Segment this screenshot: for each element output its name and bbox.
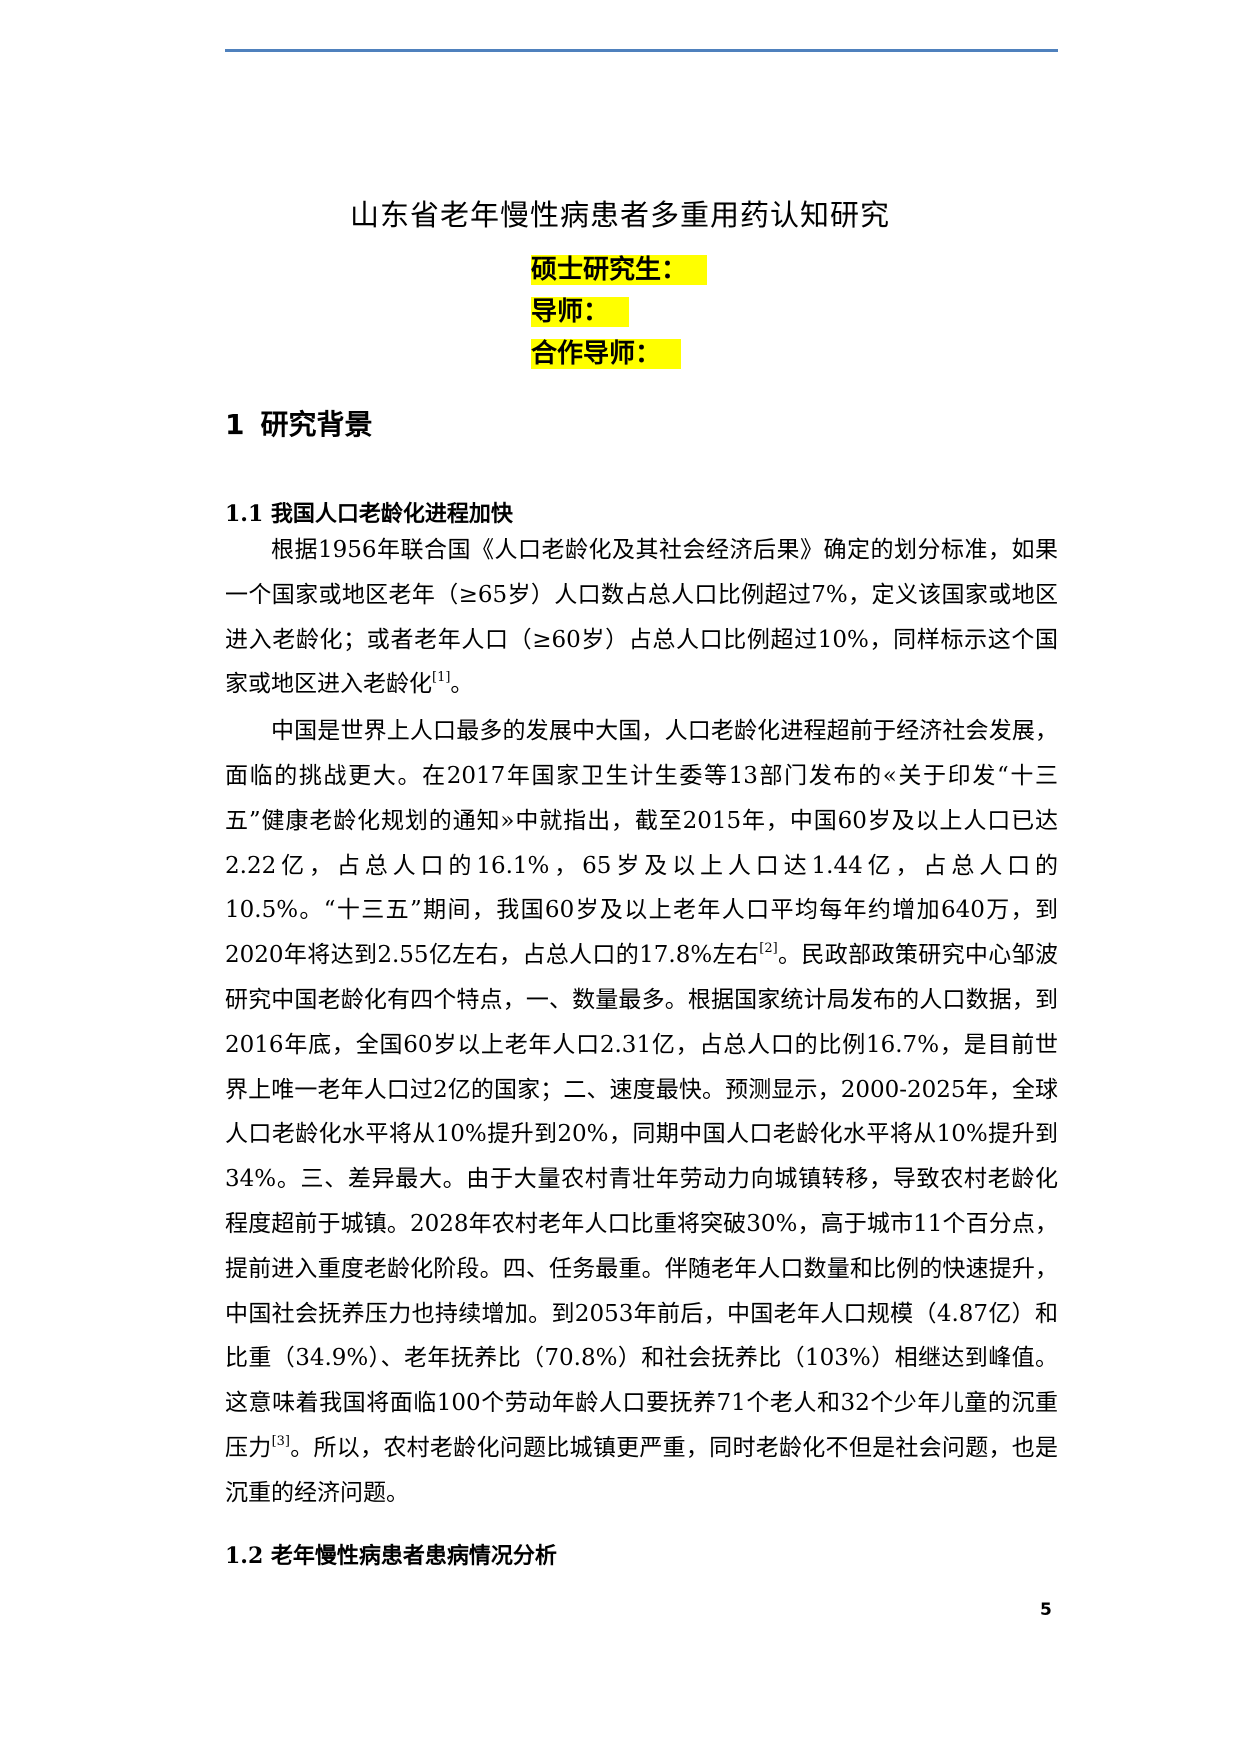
author-line-co-advisor: 合作导师： xyxy=(531,336,707,372)
author-block: 硕士研究生： 导师： 合作导师： xyxy=(531,252,708,378)
author-line-advisor: 导师： xyxy=(531,294,707,330)
citation-3: [3] xyxy=(271,1433,290,1449)
co-advisor-label: 合作导师： xyxy=(531,339,682,369)
document-title: 山东省老年慢性病患者多重用药认知研究 xyxy=(349,198,890,232)
subsection-heading-1-1: 1.1 我国人口老龄化进程加快 xyxy=(225,501,513,527)
citation-1: [1] xyxy=(432,670,451,686)
advisor-label: 导师： xyxy=(531,297,630,327)
section-heading-1: 1 研究背景 xyxy=(225,403,373,443)
author-line-student: 硕士研究生： xyxy=(531,252,708,288)
citation-2: [2] xyxy=(759,941,778,957)
header-rule xyxy=(225,49,1058,52)
student-label: 硕士研究生： xyxy=(531,255,708,285)
page-number: 5 xyxy=(1040,1600,1052,1620)
subsection-heading-1-2: 1.2 老年慢性病患者患病情况分析 xyxy=(225,1543,557,1569)
section-title: 研究背景 xyxy=(260,408,373,441)
paragraph-2: 中国是世界上人口最多的发展中大国，人口老龄化进程超前于经济社会发展，面临的挑战更… xyxy=(225,718,1059,1506)
section-number: 1 xyxy=(225,408,245,441)
body-text: 根据1956年联合国《人口老龄化及其社会经济后果》确定的划分标准，如果一个国家或… xyxy=(225,528,1058,1516)
paragraph-1: 根据1956年联合国《人口老龄化及其社会经济后果》确定的划分标准，如果一个国家或… xyxy=(225,537,1058,698)
